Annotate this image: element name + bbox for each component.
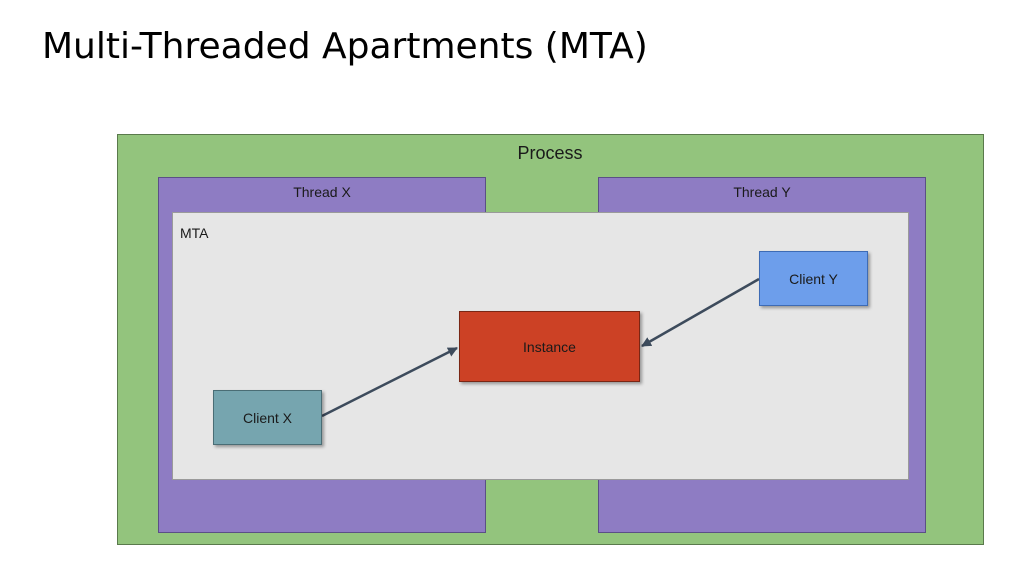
- slide-title: Multi-Threaded Apartments (MTA): [42, 26, 648, 67]
- client-x-box: Client X: [213, 390, 322, 445]
- thread-y-label: Thread Y: [733, 184, 791, 200]
- client-y-box: Client Y: [759, 251, 868, 306]
- process-label-text: Process: [517, 143, 583, 163]
- client-y-label: Client Y: [789, 270, 838, 287]
- instance-box: Instance: [459, 311, 640, 382]
- instance-label: Instance: [523, 338, 576, 355]
- client-x-label: Client X: [242, 409, 293, 426]
- thread-x-label: Thread X: [293, 184, 351, 200]
- process-label: Process: [0, 143, 1032, 164]
- mta-label: MTA: [180, 225, 209, 241]
